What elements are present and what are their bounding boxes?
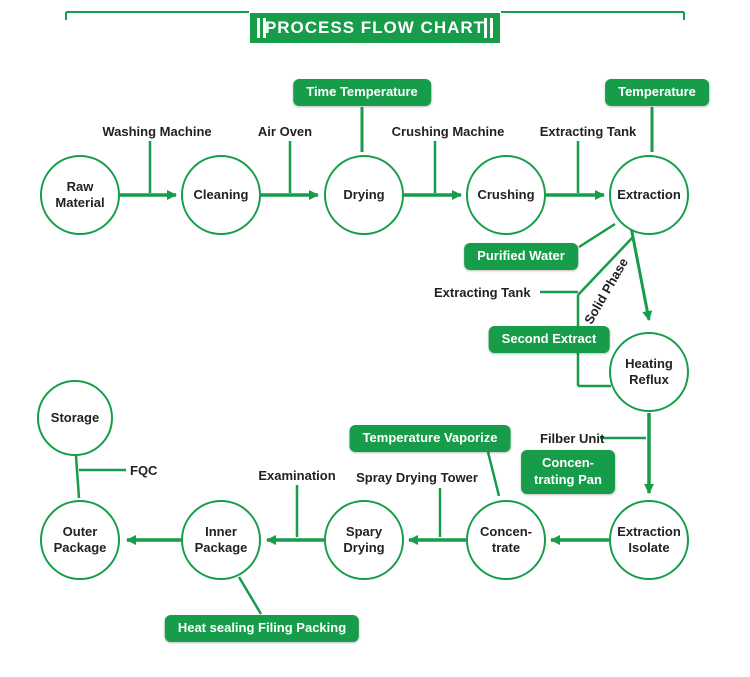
page-title-text: PROCESS FLOW CHART xyxy=(264,18,486,37)
label-fqc: FQC xyxy=(130,463,158,478)
node-raw-material: Raw Material xyxy=(40,155,120,235)
label-filber-unit: Filber Unit xyxy=(540,431,605,446)
connector-purified-water xyxy=(578,222,616,249)
connector-temperature-vaporize xyxy=(486,451,501,497)
label-air-oven: Air Oven xyxy=(257,124,313,139)
node-extraction: Extraction xyxy=(609,155,689,235)
arrow-solid-phase xyxy=(629,226,653,321)
page-title: PROCESS FLOW CHART xyxy=(250,13,500,43)
node-crushing: Crushing xyxy=(466,155,546,235)
badge-temperature-vaporize: Temperature Vaporize xyxy=(349,425,511,452)
title-bracket-mark xyxy=(484,18,487,38)
label-examination: Examination xyxy=(258,468,336,483)
badge-second-extract: Second Extract xyxy=(488,326,610,353)
title-bracket-mark xyxy=(257,18,260,38)
badge-temperature: Temperature xyxy=(605,79,709,106)
badge-heat-sealing: Heat sealing Filing Packing xyxy=(164,615,360,642)
line-second-extract-diagonal xyxy=(577,236,634,296)
node-inner-package: Inner Package xyxy=(181,500,261,580)
node-spary-drying: Spary Drying xyxy=(324,500,404,580)
label-crushing-machine: Crushing Machine xyxy=(391,124,505,139)
label-extracting-tank-mid: Extracting Tank xyxy=(434,285,531,300)
node-concentrate: Concen- trate xyxy=(466,500,546,580)
connector-heat-sealing xyxy=(237,576,263,615)
badge-purified-water: Purified Water xyxy=(464,243,578,270)
node-cleaning: Cleaning xyxy=(181,155,261,235)
node-outer-package: Outer Package xyxy=(40,500,120,580)
label-extracting-tank-top: Extracting Tank xyxy=(539,124,637,139)
node-heating-reflux: Heating Reflux xyxy=(609,332,689,412)
badge-time-temperature: Time Temperature xyxy=(293,79,431,106)
node-drying: Drying xyxy=(324,155,404,235)
line-storage-to-outer xyxy=(74,455,81,499)
node-extraction-isolate: Extraction Isolate xyxy=(609,500,689,580)
badge-concentrating-pan: Concen- trating Pan xyxy=(521,450,615,494)
label-spray-drying-tower: Spray Drying Tower xyxy=(356,470,478,485)
title-bracket-mark xyxy=(263,18,266,38)
title-bracket-mark xyxy=(490,18,493,38)
label-washing-machine: Washing Machine xyxy=(102,124,212,139)
node-storage: Storage xyxy=(37,380,113,456)
